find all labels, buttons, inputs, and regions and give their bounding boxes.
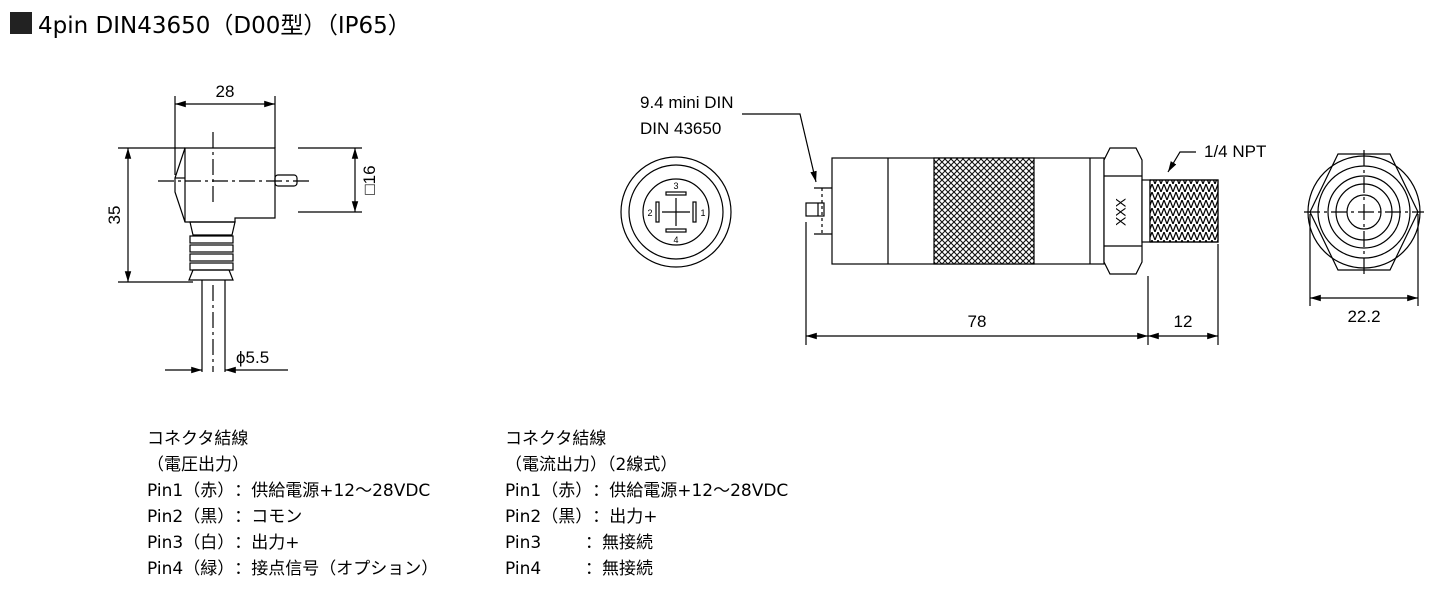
body-marking: XXX (1113, 197, 1129, 226)
dim-thread-length: 12 (1174, 312, 1193, 331)
wiring-title: コネクタ結線 (505, 429, 607, 449)
pin-label-2: 2 (647, 208, 652, 218)
thread-spec-label: 1/4 NPT (1204, 142, 1266, 161)
wiring-pin: Pin3（白） (147, 533, 235, 553)
wiring-pin: Pin2（黒） (505, 507, 593, 527)
wiring-subtitle: （電流出力）（2線式） (505, 455, 678, 475)
wiring-desc: ：接点信号（オプション） (234, 559, 439, 579)
strain-ring (189, 262, 234, 271)
wiring-row: Pin3（白）：出力+ (147, 530, 438, 556)
wiring-current-output: コネクタ結線 （電流出力）（2線式） Pin1（赤）：供給電源+12～28VDC… (505, 426, 788, 582)
side-view (118, 96, 362, 374)
strain-ring (189, 244, 234, 253)
wiring-row: Pin4 ：無接続 (505, 556, 788, 582)
wiring-pin: Pin4 (505, 559, 542, 579)
strain-ring (189, 235, 234, 244)
wiring-desc: ：無接続 (585, 533, 653, 553)
wiring-voltage-output: コネクタ結線 （電圧出力） Pin1（赤）：供給電源+12～28VDC Pin2… (147, 426, 438, 582)
wiring-row: Pin4（緑）：接点信号（オプション） (147, 556, 438, 582)
dim-side-square: □16 (360, 165, 379, 194)
connector-body (174, 147, 276, 223)
dim-body-length: 78 (968, 312, 987, 331)
dim-cable-diameter: ϕ5.5 (236, 348, 269, 367)
pin-label-3: 3 (673, 181, 678, 191)
dim-hex-width: 22.2 (1347, 307, 1380, 326)
wiring-title: コネクタ結線 (147, 429, 249, 449)
hex-end-view (1304, 150, 1424, 306)
wiring-desc: ：コモン (234, 507, 303, 527)
wiring-desc: ：出力+ (592, 507, 658, 527)
title-text: 4pin DIN43650（D00型）（IP65） (38, 13, 411, 39)
wiring-desc: ：供給電源+12～28VDC (234, 481, 431, 501)
wiring-pin: Pin3 (505, 533, 542, 553)
sensor-body-view (805, 147, 1219, 345)
wiring-desc: ：無接続 (585, 559, 653, 579)
wiring-desc: ：供給電源+12～28VDC (592, 481, 789, 501)
wiring-subtitle: （電圧出力） (147, 455, 249, 475)
pin-label-4: 4 (673, 235, 678, 245)
wiring-pin: Pin1（赤） (147, 481, 235, 501)
strain-ring (189, 253, 234, 262)
wiring-pin: Pin1（赤） (505, 481, 593, 501)
dim-side-width: 28 (216, 82, 235, 101)
wiring-row: Pin2（黒）：コモン (147, 504, 438, 530)
wiring-pin: Pin4（緑） (147, 559, 235, 579)
page-title: 4pin DIN43650（D00型）（IP65） (10, 6, 411, 40)
connector-neck (189, 221, 236, 236)
connector-face-view (620, 156, 732, 268)
title-square-icon (10, 12, 32, 34)
wiring-row: Pin2（黒）：出力+ (505, 504, 788, 530)
connector-label-line1: 9.4 mini DIN (640, 93, 734, 112)
connector-label-line2: DIN 43650 (640, 119, 721, 138)
wiring-row: Pin1（赤）：供給電源+12～28VDC (147, 478, 438, 504)
wiring-row: Pin1（赤）：供給電源+12～28VDC (505, 478, 788, 504)
dim-side-height: 35 (105, 206, 124, 225)
wiring-pin: Pin2（黒） (147, 507, 235, 527)
wiring-desc: ：出力+ (234, 533, 300, 553)
connector-leader (742, 113, 817, 183)
wiring-row: Pin3 ：無接続 (505, 530, 788, 556)
pin-label-1: 1 (700, 208, 705, 218)
